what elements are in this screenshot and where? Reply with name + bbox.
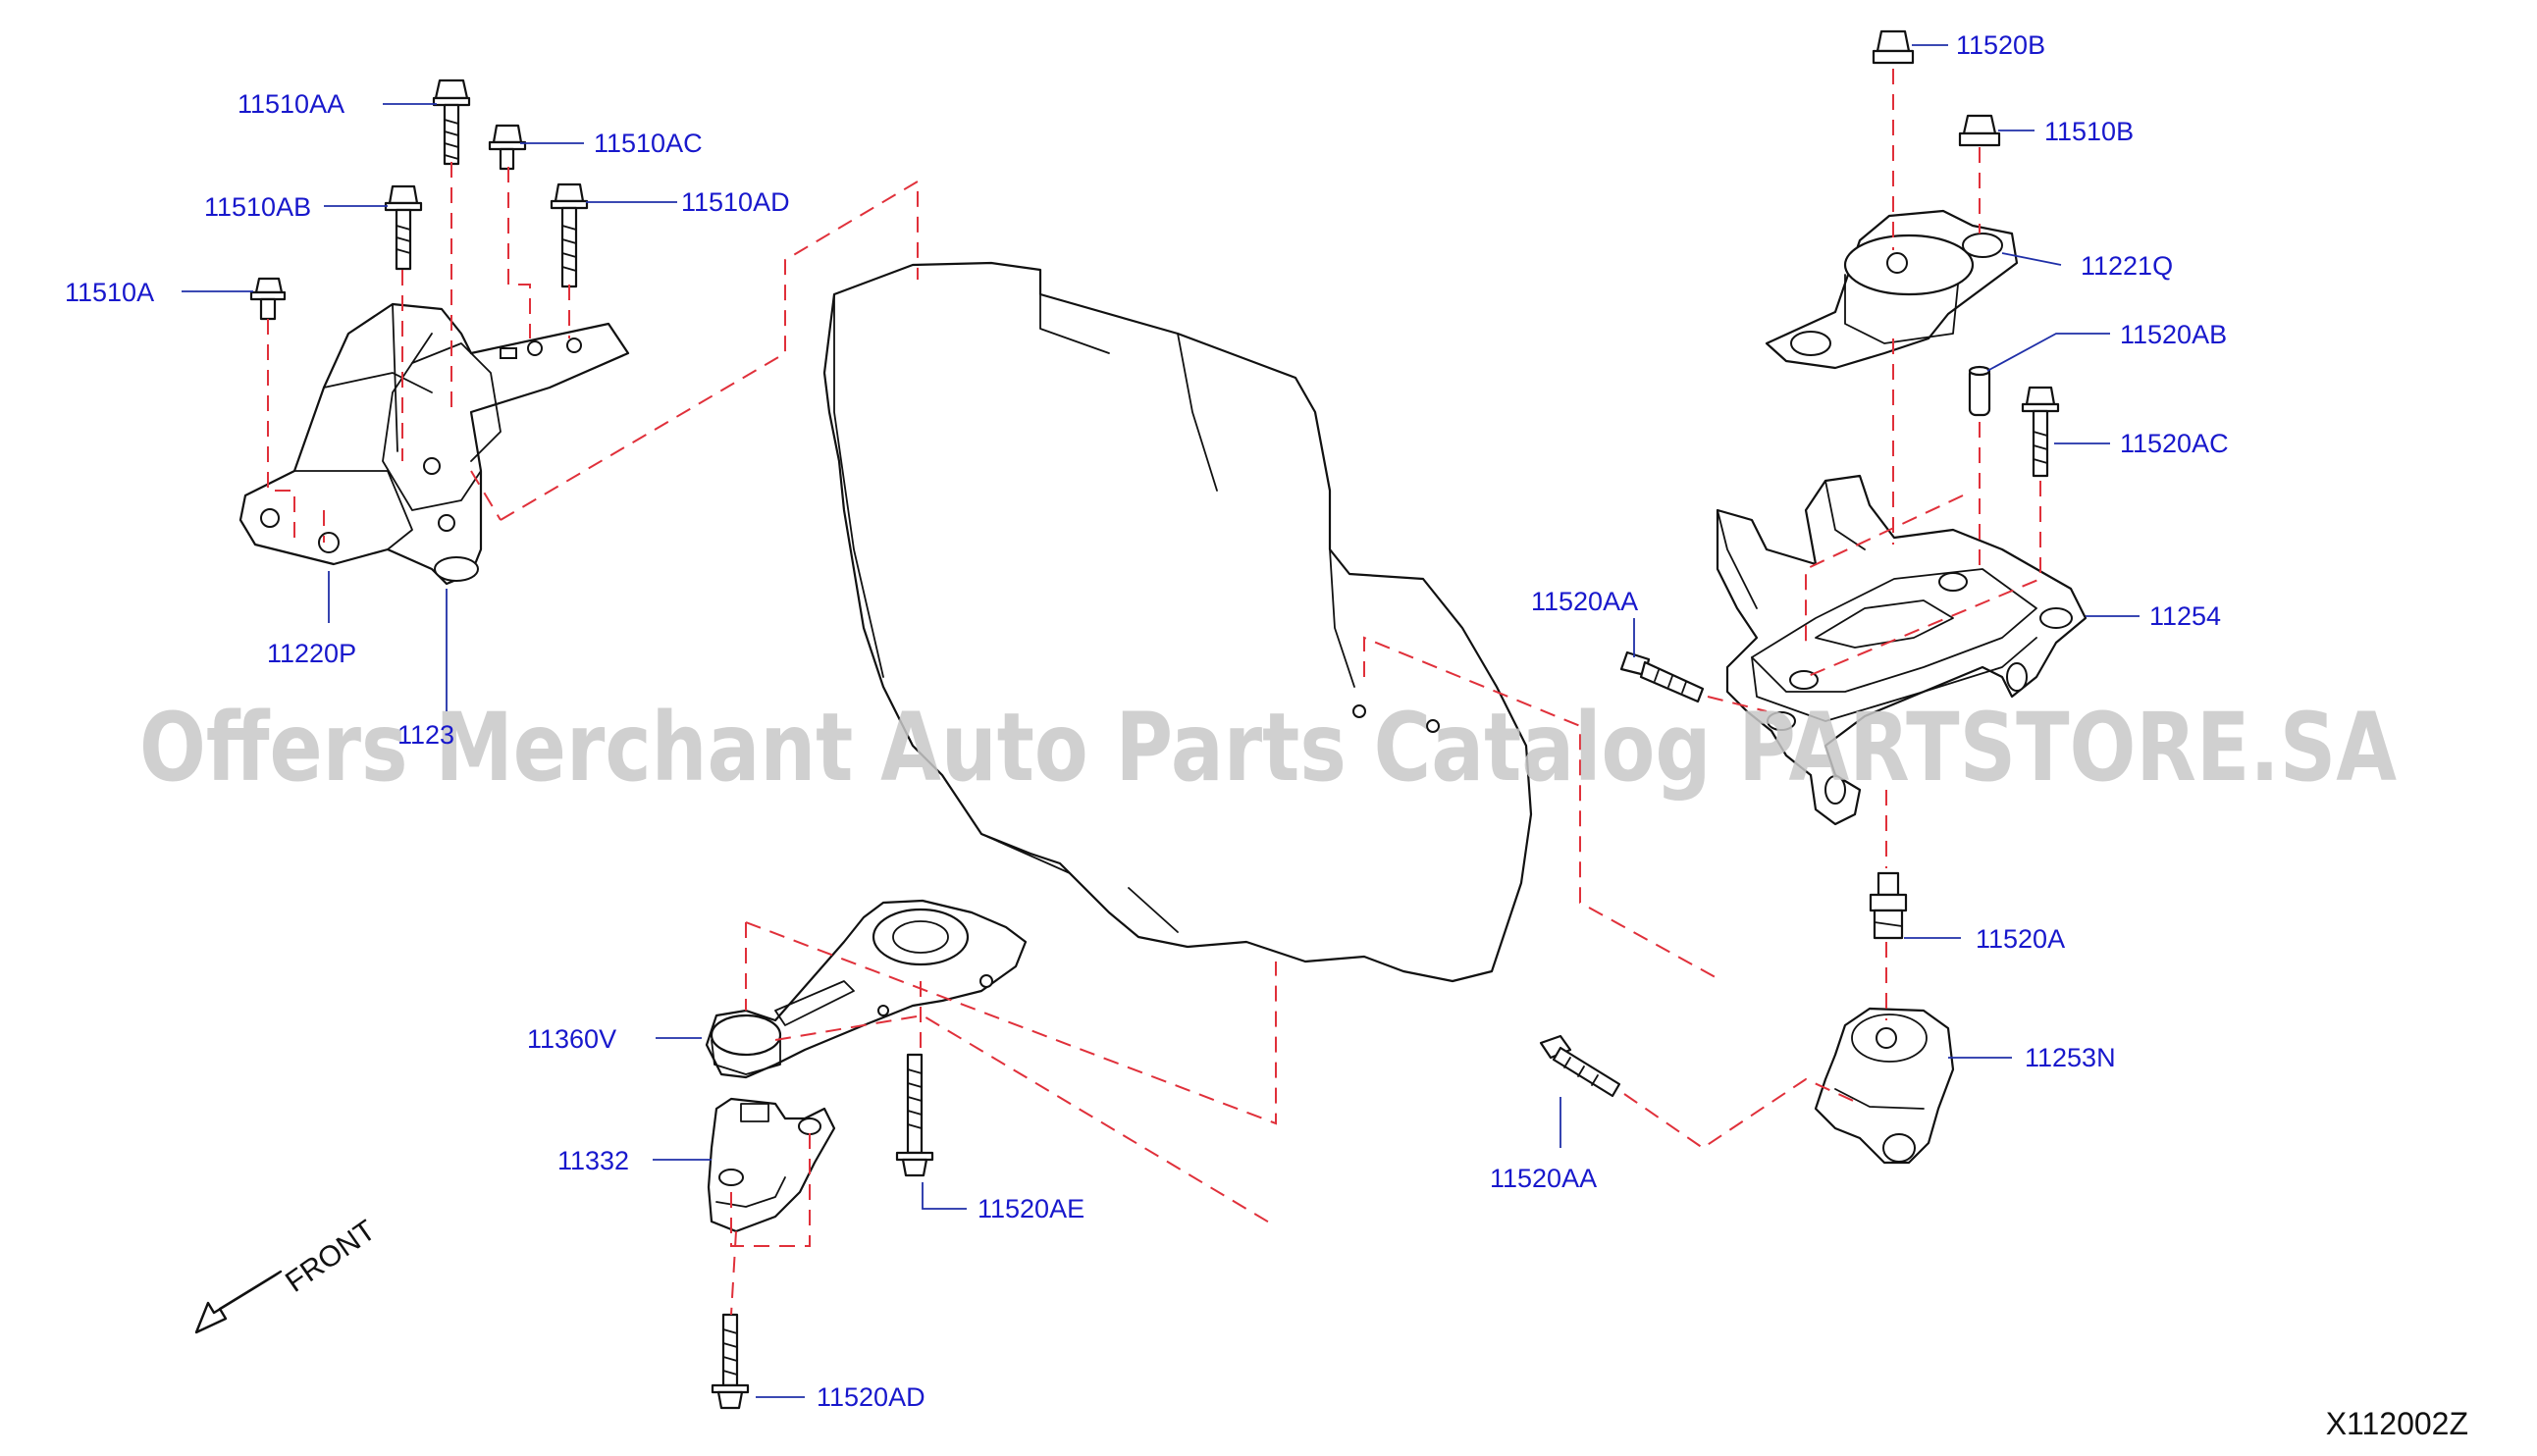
rod-hole-icon — [877, 1005, 889, 1016]
bolt-11510AB-icon — [384, 184, 423, 271]
front-arrow-icon — [194, 1270, 283, 1334]
label-11520AA-upper[interactable]: 11520AA — [1531, 587, 1638, 616]
label-1123[interactable]: 1123 — [397, 720, 454, 750]
label-11221Q[interactable]: 11221Q — [2081, 251, 2173, 281]
assembly-dashed-lines — [267, 69, 2041, 1316]
mount-hole-icon — [438, 514, 455, 532]
bracket-hole-icon — [1767, 711, 1796, 731]
label-11510AA[interactable]: 11510AA — [238, 89, 344, 119]
bracket-hole-icon — [1938, 572, 1968, 592]
bolt-11520AA-upper-icon — [1619, 650, 1705, 703]
bolt-11510AD-icon — [550, 182, 589, 288]
nut-11520B-icon — [1872, 29, 1915, 65]
engine-bolt-hole-icon — [1352, 704, 1366, 718]
label-11520B[interactable]: 11520B — [1956, 30, 2045, 60]
bracket-hole-icon — [2006, 662, 2028, 692]
mount-hole-icon — [260, 508, 280, 528]
bolt-11510A-icon — [249, 277, 287, 321]
mount-bushing-icon — [434, 556, 479, 582]
bolt-11520AE-icon — [895, 1053, 934, 1177]
label-11520AE[interactable]: 11520AE — [978, 1194, 1084, 1223]
mount-hole-icon — [318, 532, 340, 553]
bolt-11520AD-icon — [711, 1313, 750, 1410]
mount-hole-icon — [1886, 252, 1908, 274]
label-11520A[interactable]: 11520A — [1976, 924, 2065, 954]
dowel-11520AB-icon — [1968, 365, 1991, 417]
watermark-text: Offers Merchant Auto Parts Catalog PARTS… — [139, 693, 2397, 803]
label-11510B[interactable]: 11510B — [2044, 117, 2134, 146]
right-bracket-11254 — [1716, 474, 2088, 826]
front-indicator: FRONT — [194, 1214, 382, 1334]
bracket-hole-icon — [798, 1118, 821, 1135]
bolt-11510AA-icon — [432, 78, 471, 166]
bolt-11520AC-icon — [2021, 386, 2060, 478]
mount-hole-icon — [566, 338, 582, 353]
bolt-11520AA-lower-icon — [1539, 1034, 1621, 1098]
bracket-11332 — [707, 1097, 836, 1233]
label-11520AA-lower[interactable]: 11520AA — [1490, 1164, 1597, 1193]
part-labels: 11510AA 11510AC 11510AB 11510AD 11510A 1… — [65, 30, 2229, 1412]
bracket-hole-icon — [718, 1169, 744, 1186]
label-11520AD[interactable]: 11520AD — [817, 1382, 925, 1412]
label-11254[interactable]: 11254 — [2149, 601, 2221, 631]
bracket-hole-icon — [1824, 775, 1846, 805]
label-11332[interactable]: 11332 — [557, 1146, 629, 1175]
engine-bolt-hole-icon — [1426, 719, 1440, 733]
mount-hole-icon — [1876, 1027, 1897, 1049]
nut-11510B-icon — [1958, 114, 2001, 147]
diagram-code: X112002Z — [2326, 1406, 2468, 1441]
bolts-left-group — [249, 78, 589, 321]
bolt-11510AC-icon — [488, 124, 527, 171]
mount-hole-icon — [1790, 331, 1831, 356]
bracket-hole-icon — [2039, 607, 2073, 629]
mount-slot-icon — [500, 347, 517, 359]
rod-hole-icon — [979, 974, 993, 988]
left-engine-mount-11220P — [238, 302, 630, 586]
label-11510AB[interactable]: 11510AB — [204, 192, 311, 222]
label-11220P[interactable]: 11220P — [267, 639, 356, 668]
torque-rod-11360V — [705, 899, 1028, 1079]
label-11510A[interactable]: 11510A — [65, 278, 154, 307]
engine-block — [822, 261, 1533, 983]
label-11520AB[interactable]: 11520AB — [2120, 320, 2227, 349]
mount-hole-icon — [1962, 233, 2003, 258]
stud-11520A-icon — [1869, 871, 1908, 940]
label-11520AC[interactable]: 11520AC — [2120, 429, 2229, 458]
leader-lines — [182, 44, 2140, 1398]
mount-hole-icon — [423, 457, 441, 475]
bolts-right-group — [1619, 29, 2060, 940]
mount-hole-icon — [527, 340, 543, 356]
front-label: FRONT — [280, 1214, 382, 1298]
label-11510AC[interactable]: 11510AC — [594, 129, 703, 158]
label-11510AD[interactable]: 11510AD — [681, 187, 790, 217]
right-mount-11221Q — [1765, 209, 2019, 370]
label-11253N[interactable]: 11253N — [2025, 1043, 2116, 1072]
right-lower-mount-11253N — [1539, 1007, 1955, 1165]
label-11360V[interactable]: 11360V — [527, 1024, 616, 1054]
mount-bushing-icon — [1882, 1133, 1916, 1163]
